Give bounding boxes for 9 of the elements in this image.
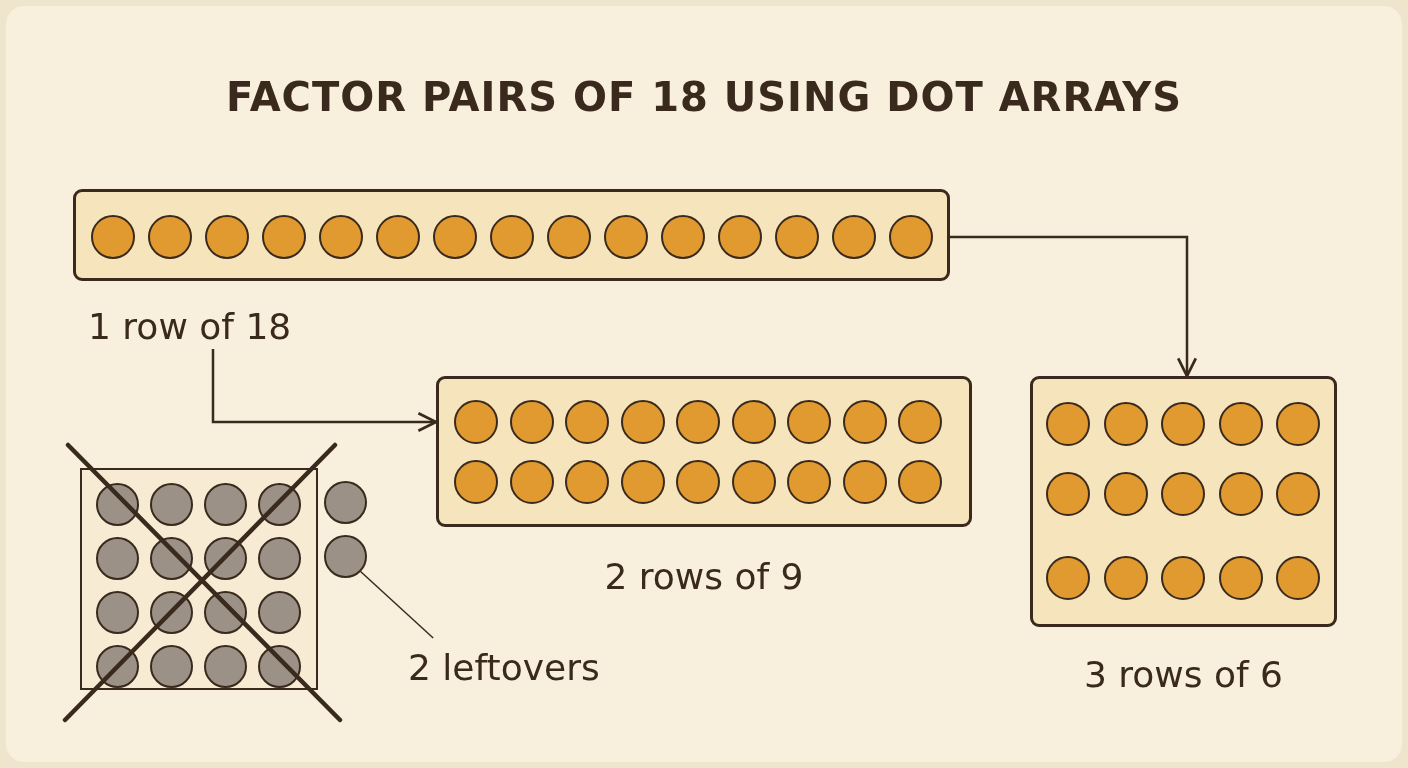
leader-line bbox=[359, 570, 434, 639]
array-caption: 2 rows of 9 bbox=[603, 557, 805, 597]
leader-label: 2 leftovers bbox=[408, 648, 618, 688]
arrow bbox=[950, 235, 1198, 378]
array-caption: 1 row of 18 bbox=[88, 307, 292, 347]
title: FACTOR PAIRS OF 18 USING DOT ARRAYS bbox=[224, 74, 1184, 120]
array-caption: 3 rows of 6 bbox=[1082, 655, 1285, 695]
crossed-out-array-box bbox=[80, 468, 318, 690]
arrow bbox=[211, 349, 438, 433]
